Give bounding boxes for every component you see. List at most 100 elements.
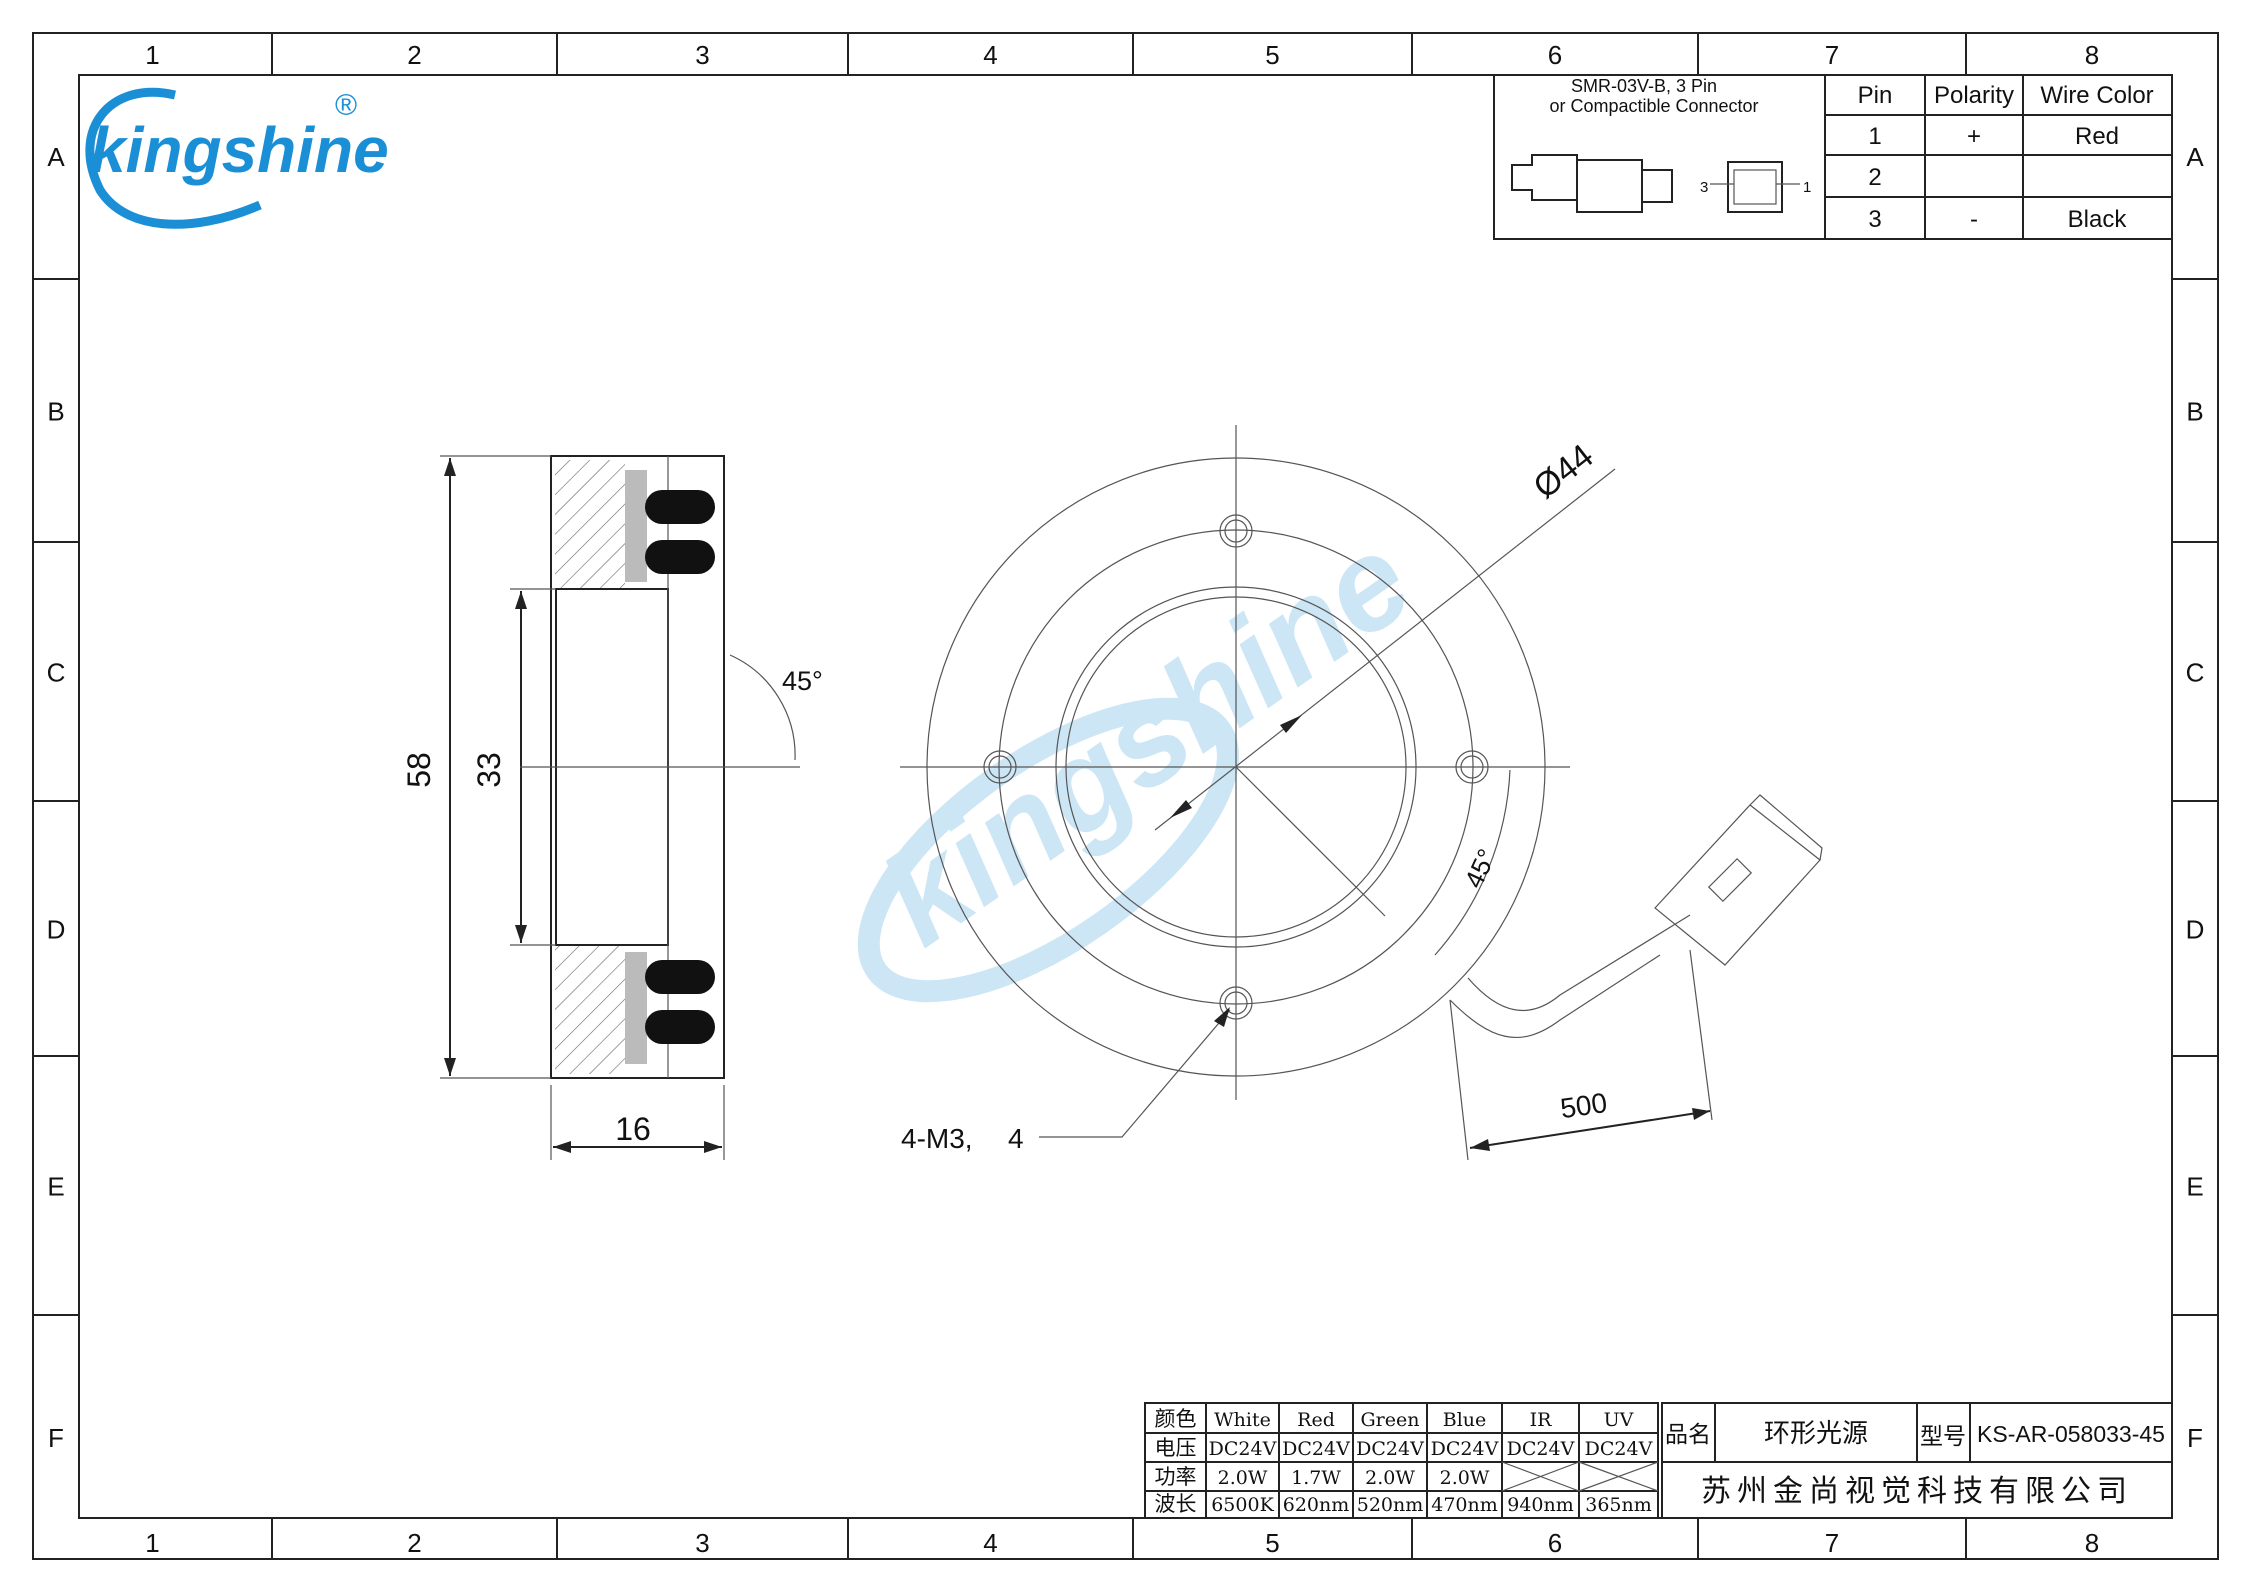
column-label: 1 (145, 1528, 159, 1558)
spec-cell: DC24V (1209, 1438, 1277, 1460)
model-number: KS-AR-058033-45 (1977, 1421, 2165, 1447)
row-label: E (2186, 1172, 2203, 1202)
spec-row-label: 波长 (1155, 1493, 1197, 1516)
spec-cell: IR (1530, 1409, 1553, 1431)
column-label: 2 (407, 40, 421, 70)
row-label: F (2187, 1423, 2203, 1453)
led-bottom (645, 960, 715, 1044)
column-label: 2 (407, 1528, 421, 1558)
row-label: C (2186, 658, 2205, 688)
kingshine-logo: kingshine ® (85, 87, 389, 229)
connector-title: SMR-03V-B, 3 Pin (1571, 76, 1717, 96)
connector-cell: Red (2075, 123, 2119, 150)
mounting-holes (983, 514, 1489, 1020)
spec-cell: Red (1297, 1409, 1335, 1431)
product-name: 环形光源 (1764, 1418, 1868, 1448)
connector-cell: 2 (1868, 164, 1881, 191)
column-label: 5 (1265, 40, 1279, 70)
column-label: 7 (1825, 40, 1839, 70)
column-label: 1 (145, 40, 159, 70)
spec-cell: DC24V (1356, 1438, 1424, 1460)
row-label: D (2186, 915, 2205, 945)
inner-border (78, 74, 2173, 1519)
spec-cell: 365nm (1585, 1494, 1652, 1516)
dim-height-33: 33 (471, 752, 507, 788)
spec-cell: Blue (1443, 1409, 1487, 1431)
spec-cell: 470nm (1431, 1494, 1498, 1516)
dim-angle-front: 45° (1458, 844, 1502, 892)
connector-subtitle: or Compactible Connector (1549, 96, 1758, 116)
spec-cell: Green (1361, 1409, 1420, 1431)
hole-depth: 4 (1008, 1123, 1024, 1154)
zone-grid (33, 33, 2218, 1559)
pin-label-1: 1 (1803, 179, 1811, 196)
connector-cell: - (1970, 206, 1978, 233)
row-label: D (47, 915, 66, 945)
column-label: 7 (1825, 1528, 1839, 1558)
dim-cable-length: 500 (1558, 1087, 1609, 1124)
column-label: 4 (983, 40, 997, 70)
spec-cell: 520nm (1357, 1494, 1424, 1516)
spec-row-label: 颜色 (1155, 1408, 1197, 1431)
column-label: 4 (983, 1528, 997, 1558)
hole-spec: 4-M3, (901, 1123, 973, 1154)
spec-cell: 2.0W (1365, 1467, 1415, 1489)
column-label: 8 (2085, 1528, 2099, 1558)
column-label: 6 (1548, 1528, 1562, 1558)
connector-cell: Black (2068, 206, 2128, 233)
not-applicable-cross (1501, 1461, 1580, 1492)
connector-cell: + (1967, 123, 1981, 150)
spec-cell: 1.7W (1291, 1467, 1341, 1489)
dim-height-58: 58 (401, 752, 437, 788)
spec-cell: 6500K (1211, 1494, 1274, 1516)
connector-header: Pin (1858, 82, 1893, 109)
pin-label-3: 3 (1700, 179, 1708, 196)
column-label: 8 (2085, 40, 2099, 70)
spec-cell: UV (1604, 1409, 1634, 1431)
spec-cell: 2.0W (1440, 1467, 1490, 1489)
front-view: Ø44 45° 4-M3, 4 500 (900, 425, 1823, 1161)
watermark-text: kingshine (855, 505, 1436, 973)
logo-text: kingshine (90, 114, 389, 186)
title-block: 品名 环形光源 型号 KS-AR-058033-45 苏州金尚视觉科技有限公司 (1661, 1402, 2173, 1519)
column-label: 3 (695, 1528, 709, 1558)
column-label: 5 (1265, 1528, 1279, 1558)
connector-table: SMR-03V-B, 3 Pin or Compactible Connecto… (1493, 74, 2173, 240)
spec-cell: 2.0W (1218, 1467, 1268, 1489)
spec-cell: White (1214, 1409, 1271, 1431)
spec-row-label: 功率 (1155, 1466, 1197, 1489)
row-label: F (48, 1423, 64, 1453)
model-label: 型号 (1920, 1423, 1966, 1449)
spec-row-label: 电压 (1155, 1437, 1197, 1460)
not-applicable-cross (1578, 1461, 1659, 1492)
cable (1449, 794, 1823, 1038)
company-name: 苏州金尚视觉科技有限公司 (1701, 1475, 2133, 1508)
column-label: 6 (1548, 40, 1562, 70)
connector-cell: 1 (1868, 123, 1881, 150)
spec-cell: 620nm (1283, 1494, 1350, 1516)
outer-border (32, 32, 2219, 1560)
spec-cell: DC24V (1431, 1438, 1499, 1460)
row-label: B (47, 397, 64, 427)
row-label: B (2186, 397, 2203, 427)
spec-cell: DC24V (1282, 1438, 1350, 1460)
side-section-view: 58 33 16 45° (401, 455, 823, 1160)
column-label: 3 (695, 40, 709, 70)
dim-diameter: Ø44 (1527, 437, 1601, 507)
spec-cell: 940nm (1507, 1494, 1574, 1516)
dim-width-16: 16 (615, 1111, 651, 1147)
row-label: E (47, 1172, 64, 1202)
registered-mark: ® (335, 89, 357, 122)
name-label: 品名 (1665, 1421, 1711, 1447)
connector-header: Polarity (1934, 82, 2014, 109)
row-label: C (47, 658, 66, 688)
row-label: A (2186, 142, 2204, 172)
led-top (645, 490, 715, 574)
dim-angle-side: 45° (782, 666, 823, 696)
row-label: A (47, 142, 65, 172)
connector-cell: 3 (1868, 206, 1881, 233)
spec-cell: DC24V (1585, 1438, 1653, 1460)
